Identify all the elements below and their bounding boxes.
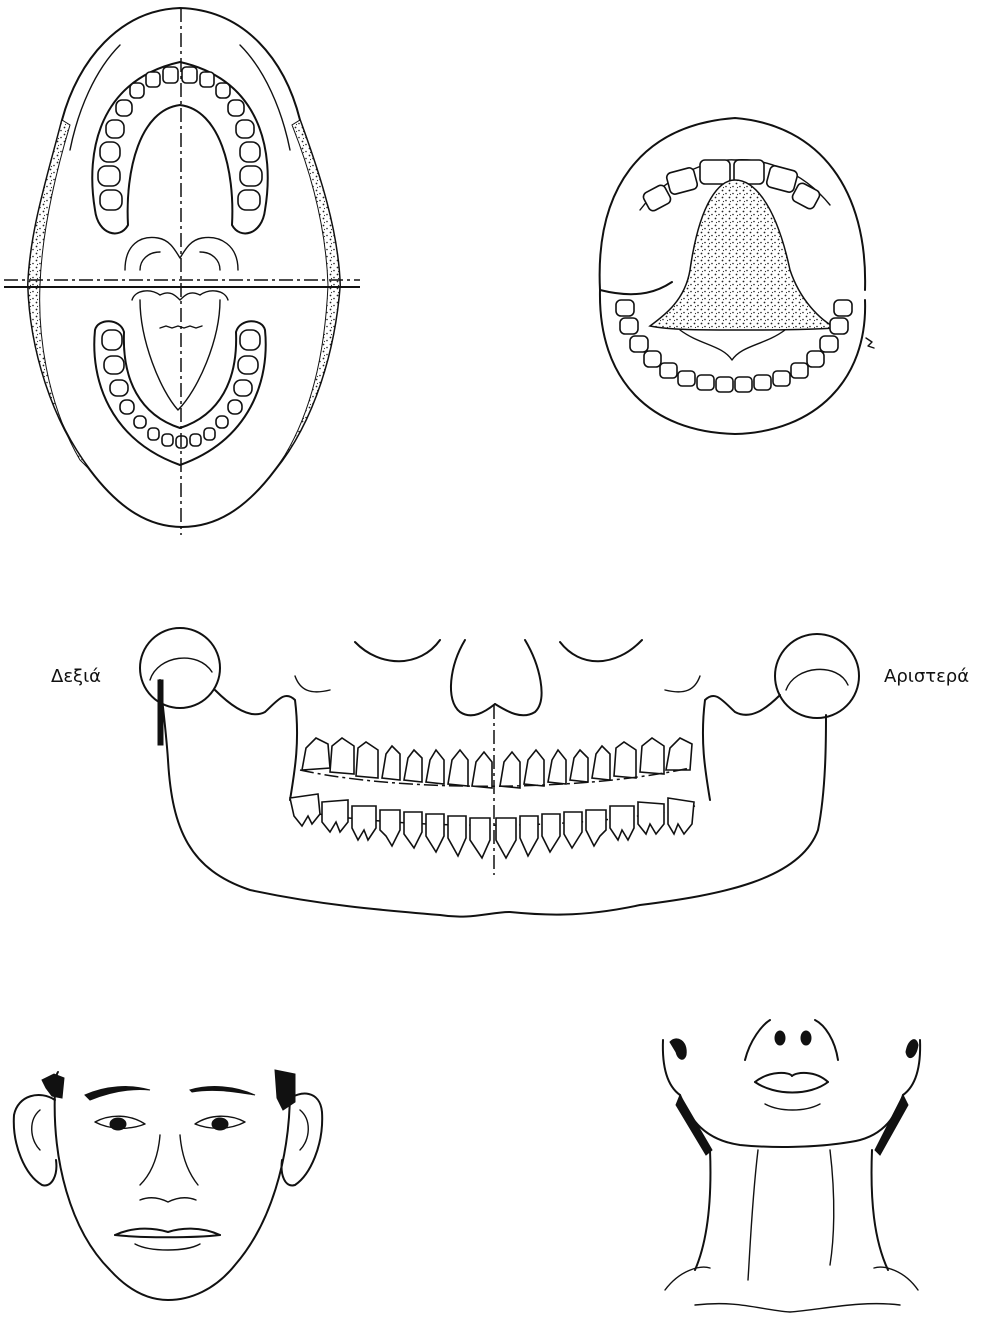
panoramic-lower-teeth bbox=[290, 794, 694, 858]
panoramic-upper-teeth bbox=[302, 738, 692, 788]
upper-arch-teeth bbox=[98, 67, 262, 210]
label-left-side: Αριστερά bbox=[884, 666, 969, 687]
open-mouth-view bbox=[600, 118, 874, 434]
frontal-face bbox=[14, 1070, 322, 1300]
occlusal-chart bbox=[4, 8, 360, 535]
label-right-side: Δεξιά bbox=[51, 666, 101, 687]
neck-view bbox=[663, 1020, 920, 1312]
panoramic-jaw bbox=[140, 628, 859, 917]
